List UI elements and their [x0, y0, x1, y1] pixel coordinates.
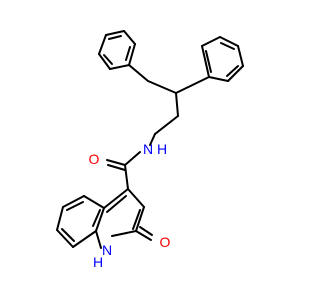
bond	[103, 188, 129, 209]
bond	[227, 65, 244, 82]
bond	[109, 64, 130, 70]
bond-inner	[132, 209, 141, 230]
bond	[201, 45, 210, 78]
left-phenyl-ring	[98, 30, 136, 70]
bond	[111, 230, 137, 237]
bond	[127, 188, 145, 208]
bond	[98, 53, 111, 70]
bond	[201, 36, 221, 47]
bond-inner	[61, 228, 75, 242]
bond	[149, 133, 156, 146]
amide-oxygen-label: O	[89, 151, 100, 167]
bond	[83, 195, 105, 209]
bond-inner	[220, 42, 235, 50]
bond	[124, 151, 141, 166]
bond-inner	[108, 35, 122, 40]
amide-group	[106, 151, 141, 190]
bond	[56, 229, 74, 248]
bond	[105, 30, 125, 36]
background	[0, 0, 300, 300]
ring-hydrogen-label: H	[93, 254, 103, 270]
bond	[208, 76, 229, 82]
propyl-chain	[128, 64, 210, 146]
bond-double	[107, 164, 126, 171]
bond-inner	[66, 201, 84, 211]
bond	[106, 159, 126, 166]
bond	[135, 206, 145, 232]
bond	[98, 34, 107, 55]
bond	[95, 230, 102, 249]
bond-inner	[226, 65, 239, 77]
bond	[56, 206, 64, 231]
bond	[147, 80, 177, 94]
amide-hydrogen-label: H	[157, 141, 167, 157]
bond	[219, 36, 239, 47]
bond-double	[139, 226, 153, 236]
bond-inner	[205, 50, 212, 73]
bond	[128, 64, 149, 82]
bond	[95, 207, 105, 232]
bond-inner	[125, 46, 131, 61]
molecule-structure: O N H N H O	[0, 0, 300, 300]
bond	[135, 230, 152, 241]
ring-nitrogen-label: N	[102, 242, 112, 258]
bond	[128, 43, 136, 66]
amide-nitrogen-label: N	[143, 141, 153, 157]
bond	[237, 45, 244, 67]
bond-inner	[106, 195, 127, 213]
bond	[175, 76, 210, 94]
bond-inner	[92, 209, 101, 227]
right-phenyl-ring	[201, 36, 244, 82]
bond	[123, 30, 136, 45]
quinolinone-core	[95, 188, 153, 249]
bond-inner	[103, 54, 113, 65]
bond	[72, 230, 97, 248]
bond	[175, 92, 179, 117]
bond	[62, 195, 85, 208]
bond	[154, 115, 179, 135]
keto-oxygen-label: O	[160, 234, 171, 250]
bond	[124, 164, 129, 190]
benzo-ring	[56, 195, 105, 248]
